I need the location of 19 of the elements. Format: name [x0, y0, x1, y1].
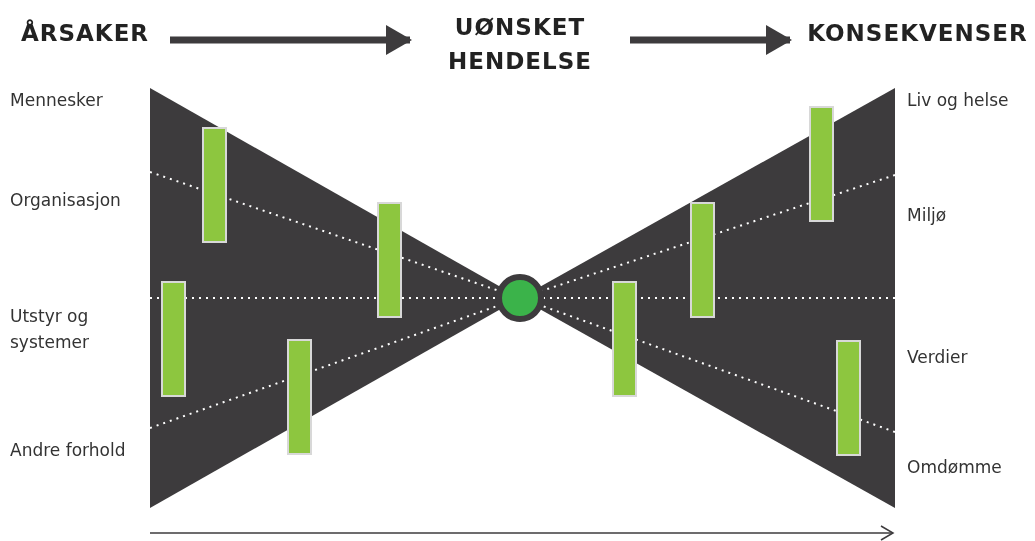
barrier-bar	[287, 339, 312, 455]
heading: UØNSKET HENDELSE	[420, 10, 620, 78]
category-label: Utstyr og systemer	[10, 305, 90, 354]
barrier-bar	[612, 281, 637, 397]
barrier-bar	[202, 127, 227, 243]
category-label: Organisasjon	[10, 189, 121, 212]
category-label: Verdier	[907, 346, 968, 369]
category-label: Andre forhold	[10, 439, 126, 462]
barrier-bar	[690, 202, 715, 318]
barrier-bar	[161, 281, 186, 397]
heading: ÅRSAKER	[10, 16, 160, 50]
barrier-bar	[377, 202, 402, 318]
category-label: Liv og helse	[907, 89, 1009, 112]
barrier-bar	[836, 340, 861, 456]
category-label: Omdømme	[907, 456, 1002, 479]
category-label: Mennesker	[10, 89, 103, 112]
barrier-bar	[809, 106, 834, 222]
category-label: Miljø	[907, 204, 947, 227]
heading: KONSEKVENSER	[800, 16, 1035, 50]
